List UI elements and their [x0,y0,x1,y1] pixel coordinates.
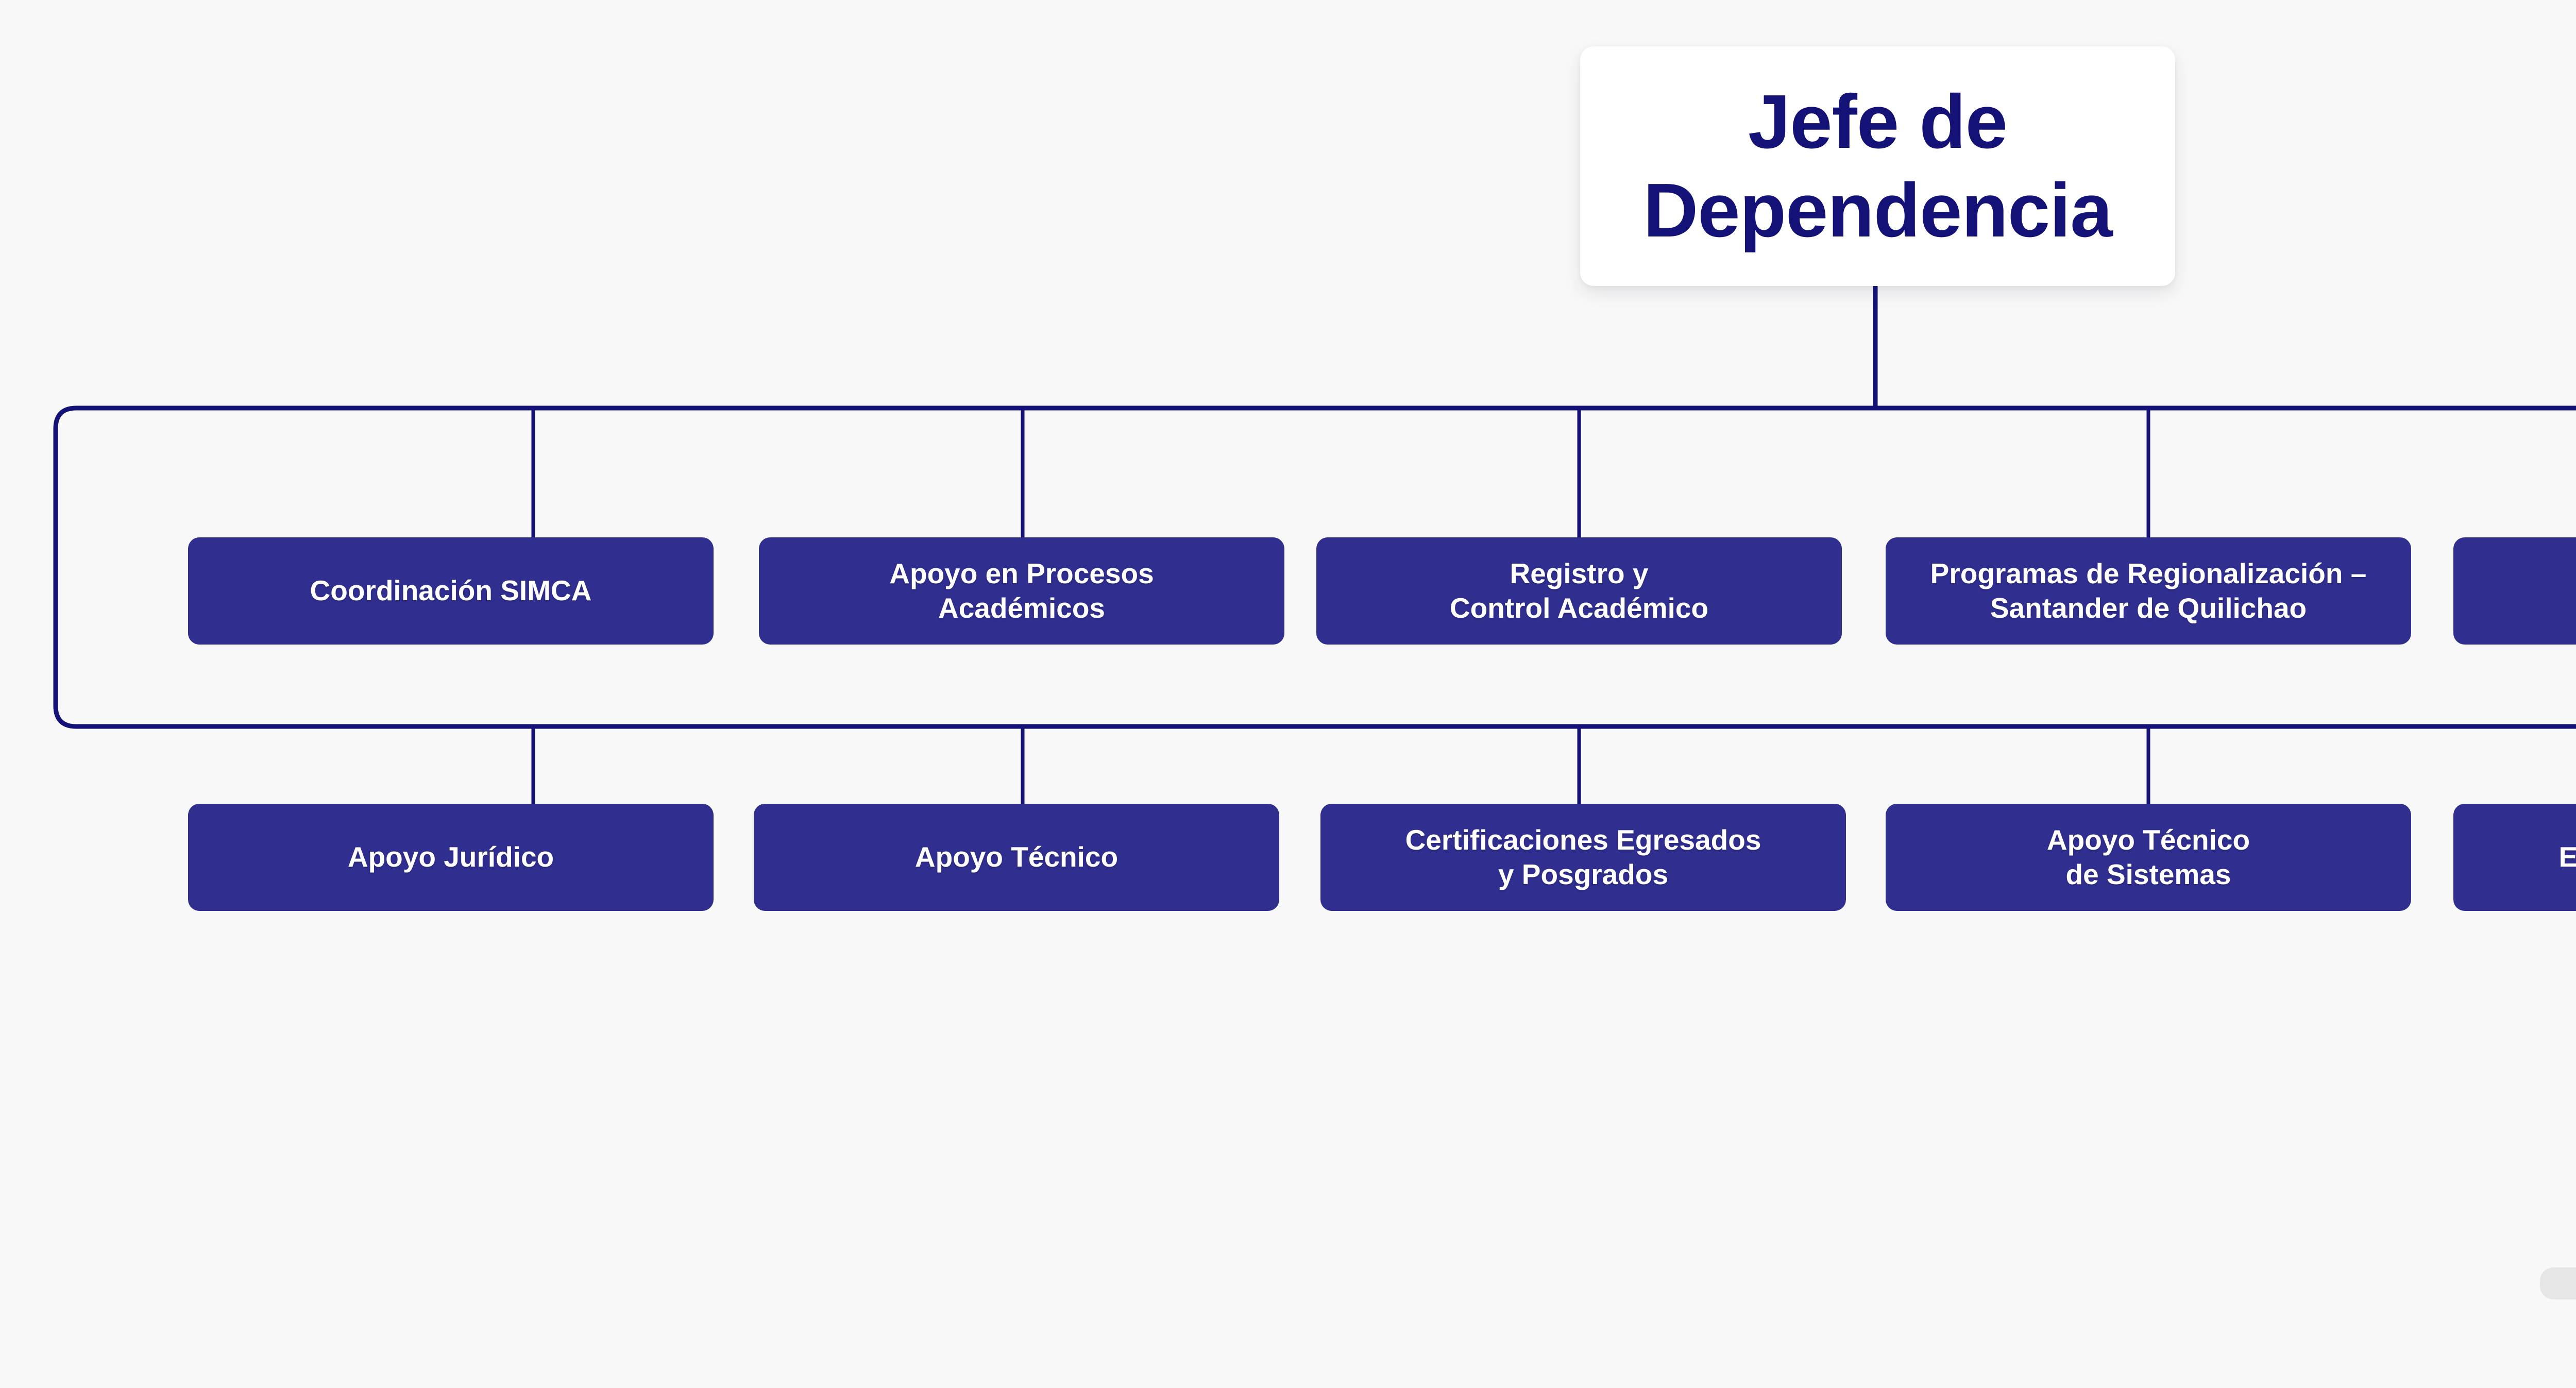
node-coordinacion-simca[interactable]: Coordinación SIMCA [188,537,714,645]
node-apoyo-tecnico[interactable]: Apoyo Técnico [754,804,1279,911]
skeleton-bar [2540,1267,2576,1299]
node-label: Certificaciones Egresados y Posgrados [1405,823,1761,890]
node-apoyo-juridico[interactable]: Apoyo Jurídico [188,804,714,911]
node-equipo-de-seguimiento[interactable]: Equipo de Seguimiento [2453,804,2576,911]
node-label: Coordinación SIMCA [310,574,592,607]
node-label: Registro y Control Académico [1449,557,1709,624]
node-registro-y-control-academico[interactable]: Registro y Control Académico [1316,537,1842,645]
node-financiera[interactable]: Financiera [2453,537,2576,645]
node-jefe-de-dependencia[interactable]: Jefe de Dependencia [1580,46,2175,286]
node-label: Apoyo Jurídico [347,841,554,873]
node-label: Apoyo Técnico de Sistemas [2046,823,2250,890]
node-apoyo-tecnico-de-sistemas[interactable]: Apoyo Técnico de Sistemas [1886,804,2411,911]
node-label: Apoyo Técnico [914,841,1118,873]
node-apoyo-en-procesos-academicos[interactable]: Apoyo en Procesos Académicos [759,537,1284,645]
node-certificaciones-egresados-y-posgrados[interactable]: Certificaciones Egresados y Posgrados [1320,804,1846,911]
node-label: Programas de Regionalización – Santander… [1930,557,2367,624]
node-label: Apoyo en Procesos Académicos [889,557,1154,624]
root-node-label: Jefe de Dependencia [1643,79,2112,253]
node-label: Equipo de Seguimiento [2558,841,2576,873]
node-programas-regionalizacion-santander-quilichao[interactable]: Programas de Regionalización – Santander… [1886,537,2411,645]
